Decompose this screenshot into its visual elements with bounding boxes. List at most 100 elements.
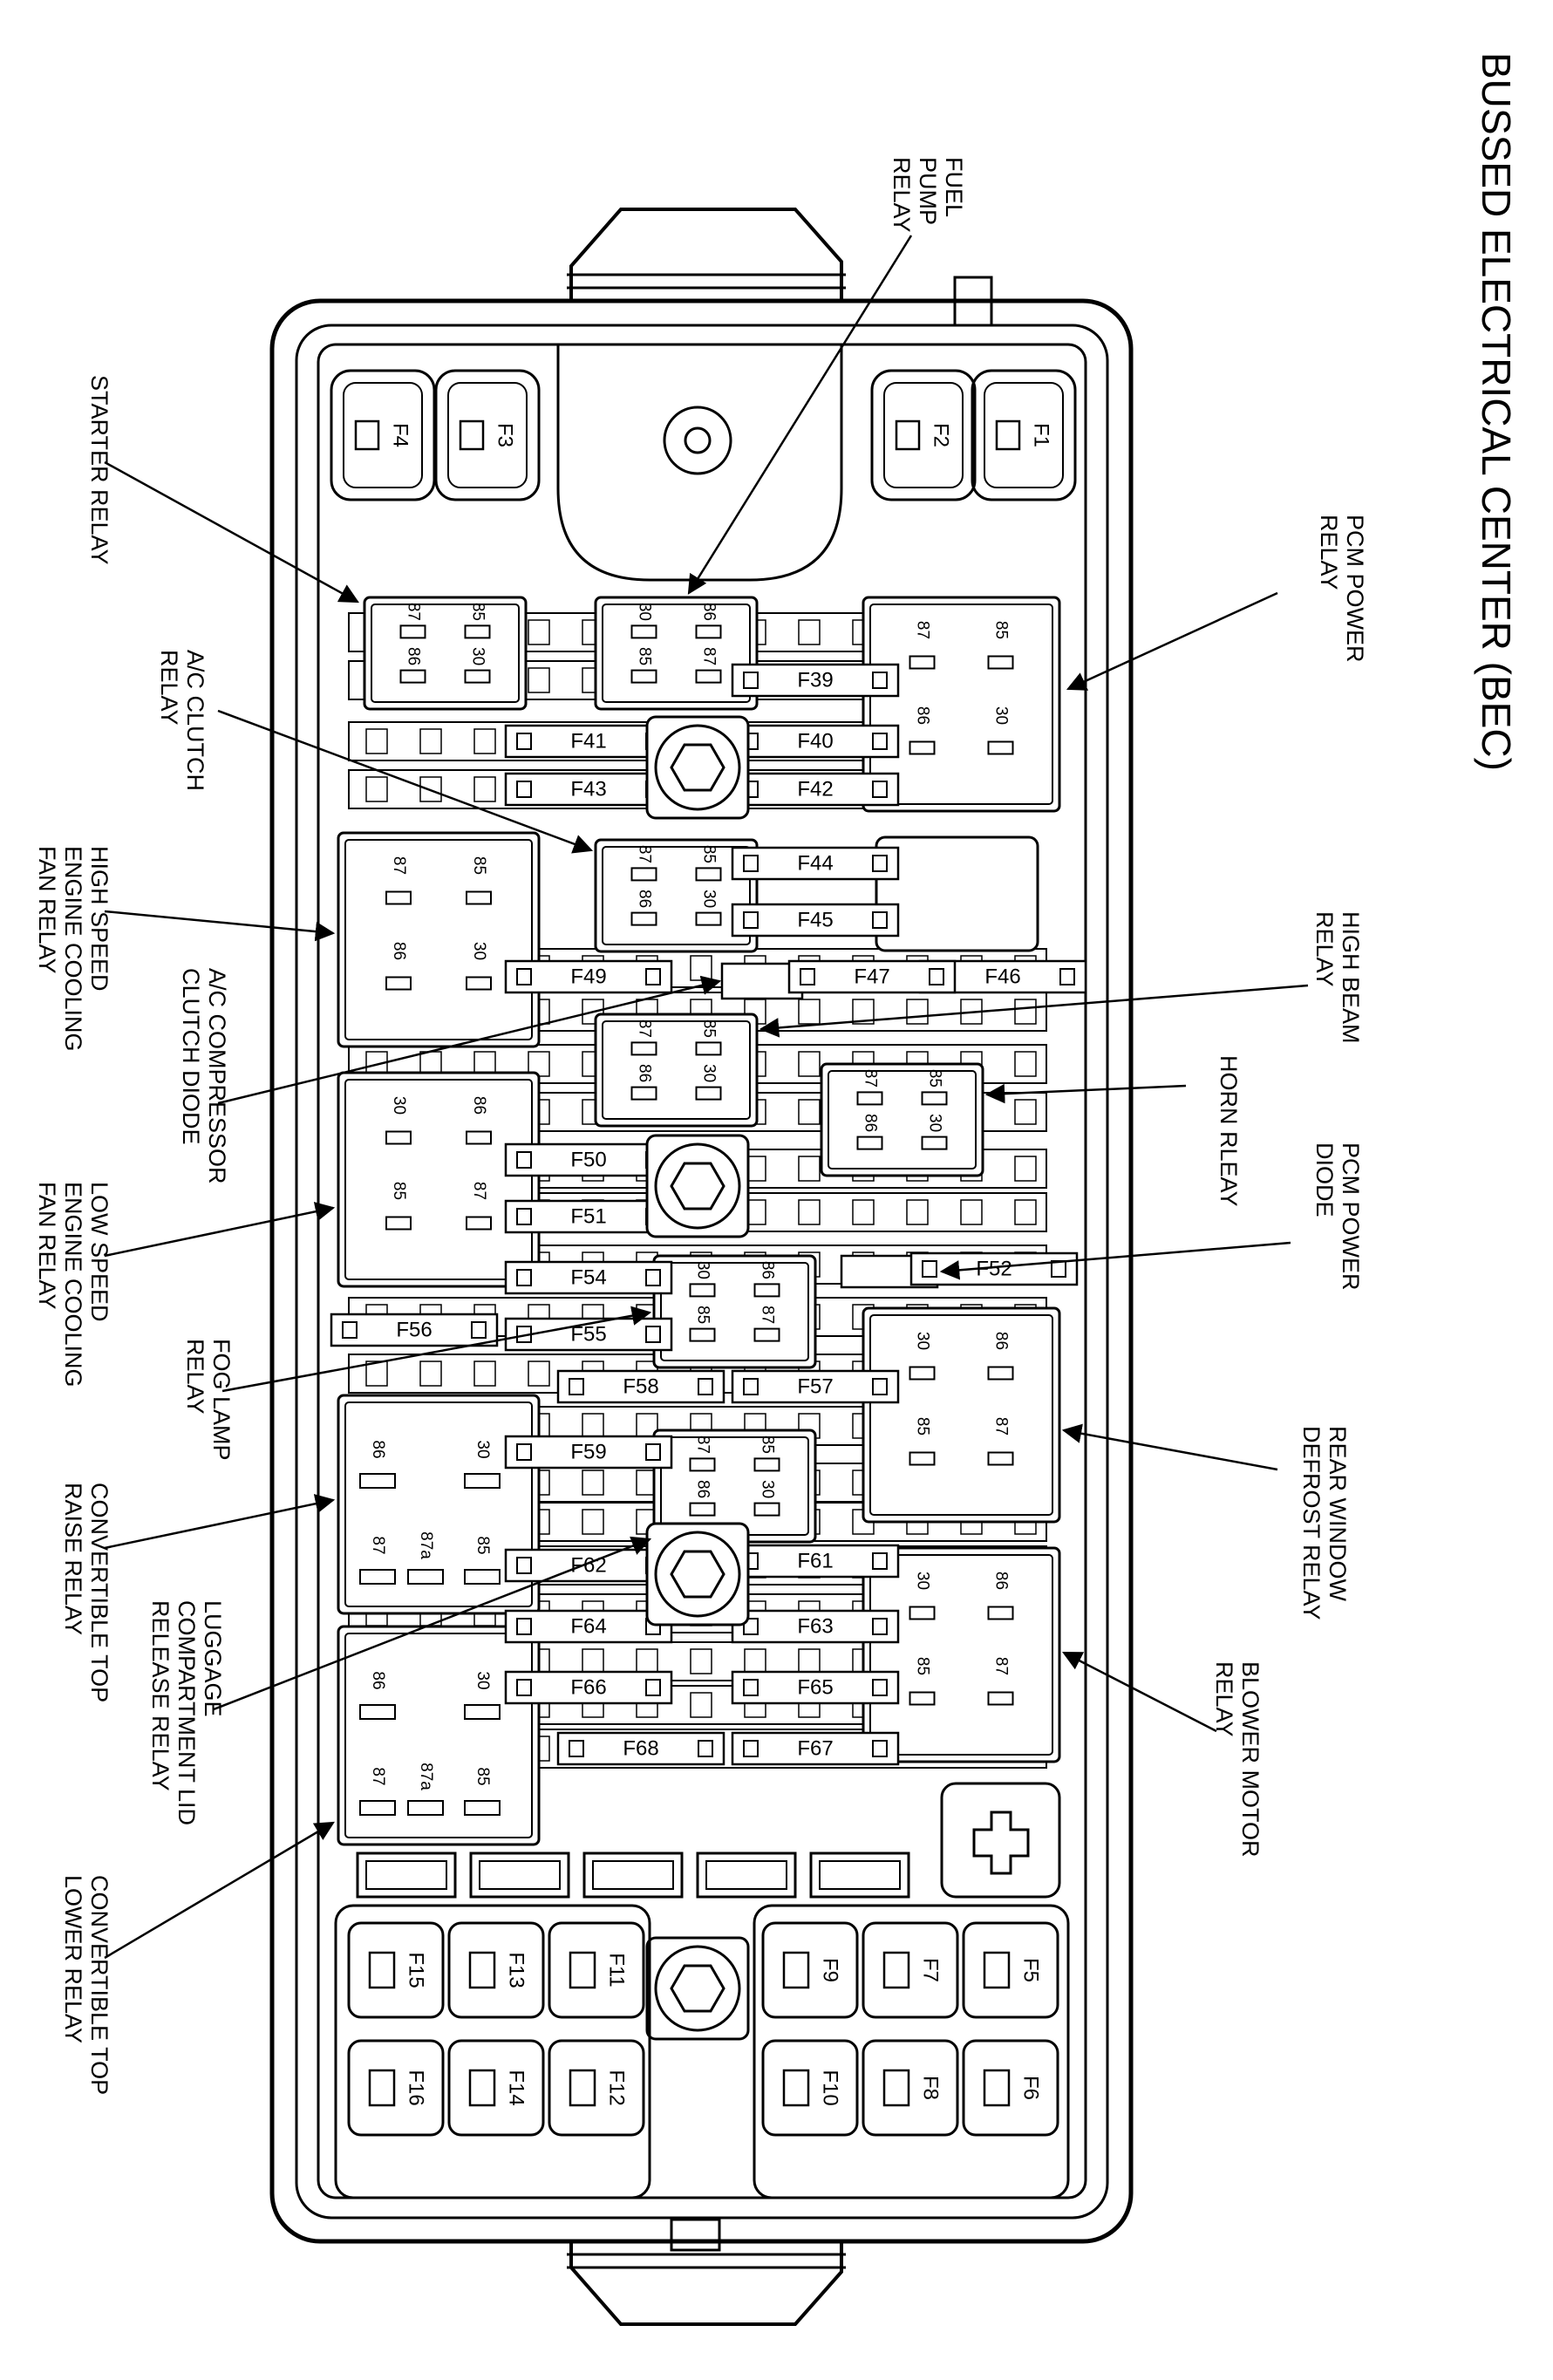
callout-text: A/C COMPRESSOR — [204, 968, 230, 1184]
rail-slot — [582, 1509, 604, 1535]
maxi-fuse-window — [984, 382, 1064, 488]
stud-nut — [670, 1964, 725, 2013]
cartridge-body — [962, 1921, 1059, 2019]
mini-fuse-body — [504, 959, 673, 994]
relay-pin-label: 86 — [369, 1440, 387, 1458]
stud-nut — [670, 1550, 725, 1599]
fuse-label: F46 — [984, 965, 1020, 988]
relay-pin-label: 87 — [470, 1182, 488, 1200]
rail-slot — [690, 955, 712, 981]
mini-fuse-tab — [929, 968, 944, 985]
callout-text: HORN RLEAY — [1216, 1055, 1242, 1207]
relay-terminal — [630, 1086, 657, 1101]
relay-terminal — [464, 1569, 501, 1585]
relay-pin-label: 87 — [635, 845, 653, 863]
relay-pin-label: 30 — [699, 890, 718, 908]
mini-fuse-tab — [872, 1378, 888, 1395]
maxi-fuse-element — [459, 419, 485, 451]
relay-pin-label: 85 — [693, 1306, 712, 1324]
mini-fuse-tab — [743, 1618, 759, 1635]
fuse-label: F6 — [1019, 2076, 1043, 2100]
mini-fuse-body — [731, 1369, 900, 1404]
fuse-label: F58 — [623, 1374, 658, 1398]
mini-fuse-tab — [645, 1326, 661, 1343]
mini-fuse-tab — [342, 1321, 358, 1339]
fuse-label: F45 — [797, 908, 833, 931]
mount-hole — [684, 426, 712, 454]
callout-text: COMPARTMENT LID — [174, 1600, 200, 1825]
relay-terminal — [909, 655, 936, 670]
bottom-connector-ribs — [567, 2253, 846, 2269]
fuse-label: F13 — [505, 1952, 528, 1988]
mini-fuse: F63 — [731, 1609, 900, 1644]
rail-slot — [798, 619, 821, 645]
callout-text: ENGINE COOLING — [60, 846, 86, 1052]
rail-slot — [798, 1099, 821, 1125]
relay-pin-label: 85 — [991, 621, 1010, 639]
relay-pin-label: 86 — [635, 890, 653, 908]
fuse-label: F39 — [797, 668, 833, 692]
mini-fuse-body — [330, 1313, 499, 1347]
relay-terminal — [909, 1606, 936, 1620]
fuse-puller-grip — [972, 1811, 1030, 1875]
callout-arrow — [217, 709, 594, 854]
callout-arrow — [104, 910, 336, 942]
fuse-label: F59 — [570, 1440, 606, 1463]
relay-terminal — [407, 1569, 444, 1585]
relay-terminal — [753, 1457, 780, 1472]
fuse-label: F7 — [919, 1958, 943, 1982]
callout-text: FOG LAMP — [208, 1339, 235, 1461]
relay-terminal — [909, 1691, 936, 1706]
rail-slot — [690, 1692, 712, 1718]
relay-terminal — [689, 1283, 716, 1298]
cartridge-element — [882, 2069, 910, 2107]
rail-slot — [473, 776, 496, 802]
callout-text: LUGGAGE — [200, 1600, 226, 1717]
maxi-fuse: F3 — [434, 369, 541, 501]
release-slot-inner — [479, 1860, 561, 1890]
fuse-label: F44 — [797, 851, 833, 875]
mini-fuse-tab — [800, 968, 815, 985]
relay-terminal — [987, 1606, 1014, 1620]
relay-terminal — [753, 1502, 780, 1517]
cartridge-element — [569, 1951, 596, 1989]
fuse-label: F4 — [389, 423, 412, 447]
mini-fuse: F62 — [504, 1548, 673, 1583]
relay-housing — [862, 596, 1061, 813]
relay-pin-label: 85 — [390, 1182, 408, 1200]
rail-slot — [582, 1470, 604, 1496]
mini-fuse-tab — [645, 968, 661, 985]
relay-housing — [337, 1071, 541, 1288]
fuse-label: F50 — [570, 1148, 606, 1171]
fuse-label: F5 — [1019, 1958, 1043, 1982]
fuse-label: F2 — [930, 423, 953, 447]
mini-fuse: F40 — [731, 724, 900, 759]
outer-housing — [269, 298, 1134, 2244]
fuse-label: F66 — [570, 1675, 606, 1699]
rail-slot — [419, 728, 442, 754]
release-slot — [469, 1851, 570, 1899]
mini-fuse: F51 — [504, 1199, 673, 1234]
relay-terminal — [385, 976, 412, 991]
relay-pin-label: 86 — [991, 1572, 1010, 1590]
relay-face — [344, 1401, 533, 1607]
rail-slot — [419, 1360, 442, 1387]
fuse-puller — [940, 1782, 1061, 1899]
cartridge-fuse: F10 — [761, 2039, 859, 2137]
callout-arrow — [221, 1306, 652, 1393]
mini-fuse-tab — [1059, 968, 1075, 985]
relay-pin-label: 87 — [758, 1306, 776, 1324]
stud-ring — [654, 1142, 741, 1230]
release-slot-inner — [592, 1860, 674, 1890]
maxi-fuse-element — [995, 419, 1021, 451]
top-connector-ribs — [567, 273, 846, 290]
relay-face — [660, 1262, 809, 1361]
relay-pin-label: 85 — [699, 1020, 718, 1038]
relay-face — [602, 846, 751, 945]
